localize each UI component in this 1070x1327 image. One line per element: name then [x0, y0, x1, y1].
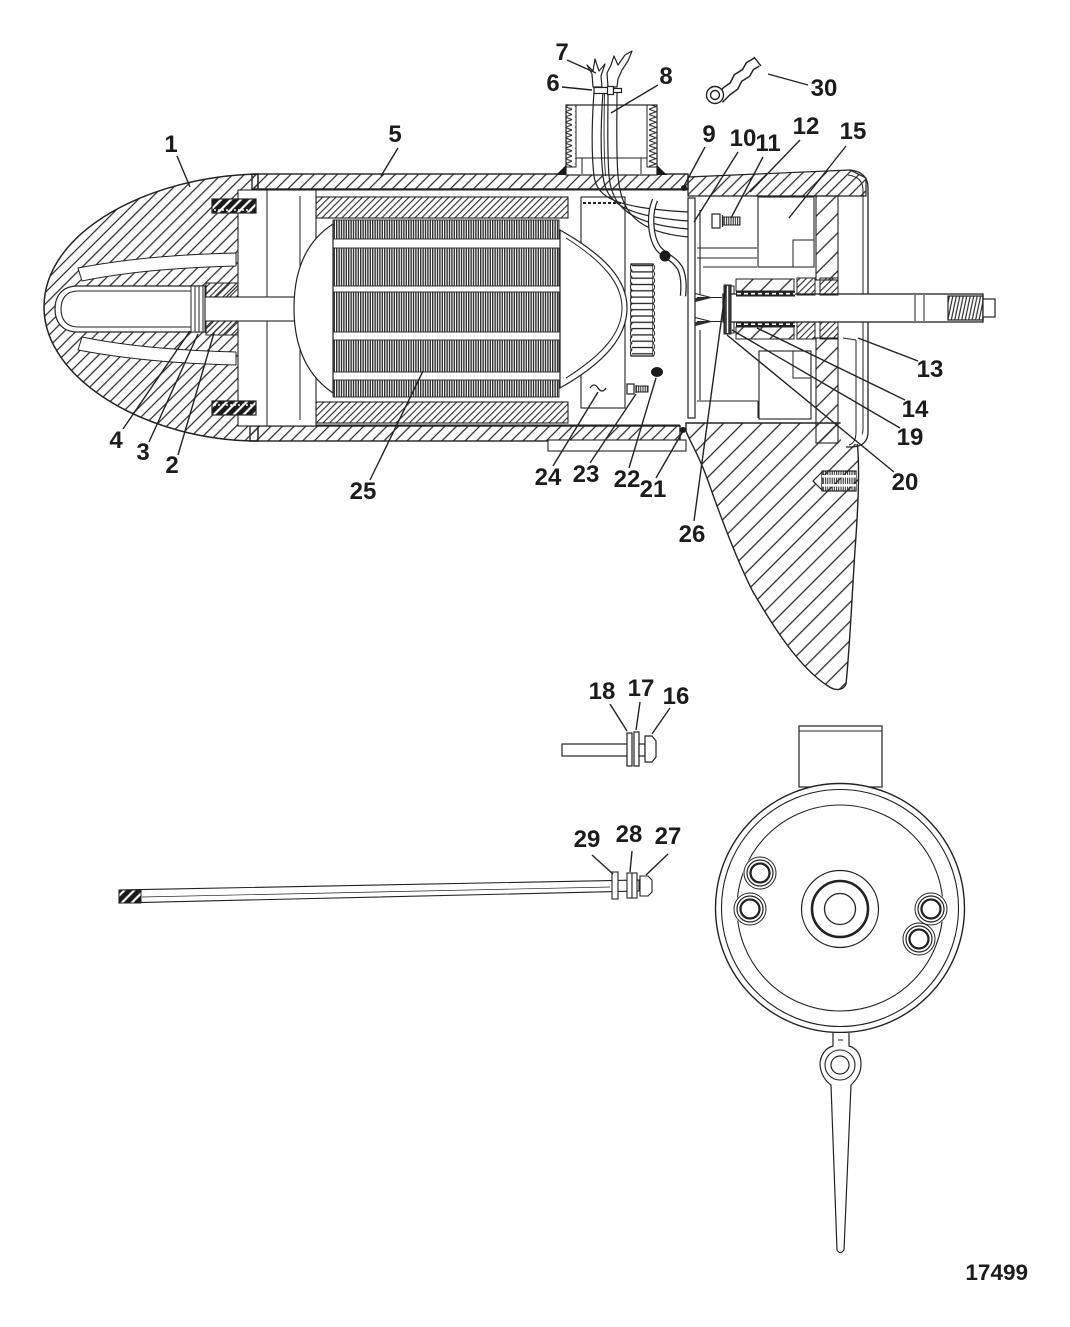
svg-text:21: 21	[640, 476, 667, 503]
svg-text:9: 9	[702, 121, 715, 148]
svg-text:10: 10	[730, 125, 757, 152]
svg-text:3: 3	[136, 439, 149, 466]
svg-text:23: 23	[573, 461, 600, 488]
svg-text:5: 5	[388, 121, 401, 148]
svg-text:1: 1	[164, 131, 177, 158]
svg-text:18: 18	[589, 678, 616, 705]
svg-text:12: 12	[793, 113, 820, 140]
svg-text:13: 13	[917, 356, 944, 383]
svg-text:19: 19	[897, 424, 924, 451]
svg-text:11: 11	[755, 130, 780, 157]
svg-text:26: 26	[679, 521, 706, 548]
svg-text:14: 14	[902, 396, 929, 423]
svg-text:17499: 17499	[965, 1260, 1028, 1285]
svg-text:20: 20	[892, 469, 919, 496]
svg-text:29: 29	[574, 826, 601, 853]
svg-text:6: 6	[546, 70, 559, 97]
svg-text:27: 27	[655, 823, 682, 850]
svg-text:4: 4	[109, 427, 123, 454]
svg-text:8: 8	[659, 63, 672, 90]
svg-text:17: 17	[628, 675, 655, 702]
svg-text:25: 25	[350, 478, 377, 505]
svg-text:24: 24	[535, 464, 562, 491]
svg-text:28: 28	[616, 821, 643, 848]
svg-text:30: 30	[811, 75, 838, 102]
svg-text:22: 22	[614, 466, 641, 493]
svg-text:16: 16	[663, 683, 690, 710]
svg-text:15: 15	[840, 118, 867, 145]
svg-text:7: 7	[555, 39, 568, 66]
svg-text:2: 2	[165, 452, 178, 479]
